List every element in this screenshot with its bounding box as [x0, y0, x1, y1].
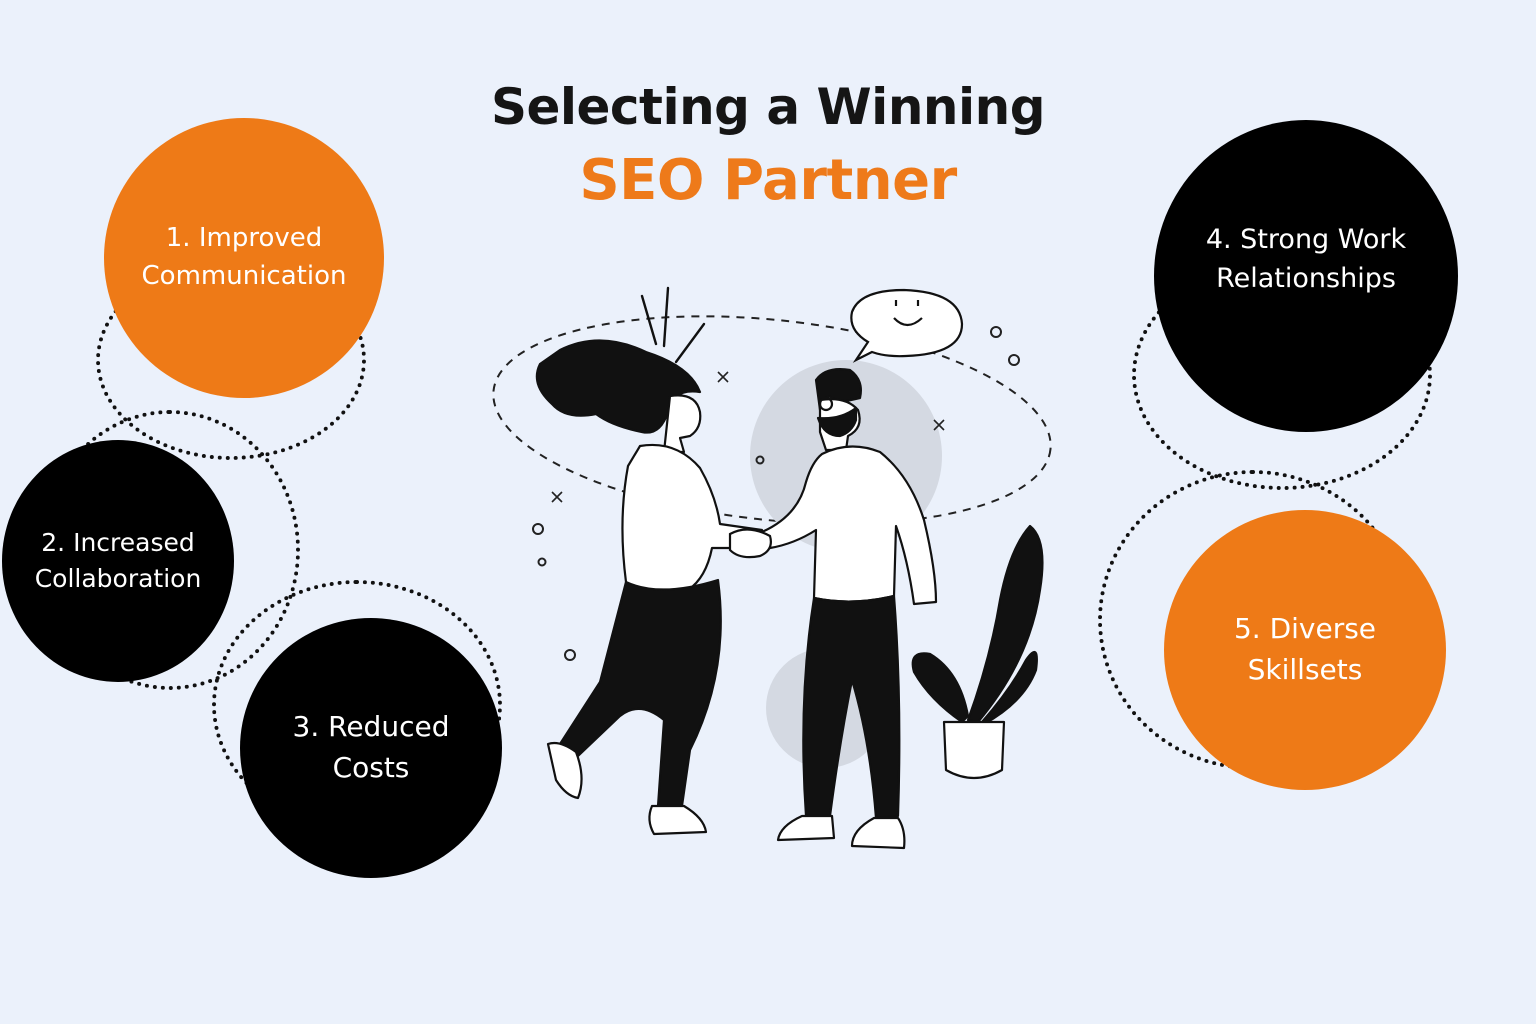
man-shirt — [760, 445, 938, 606]
man-glasses — [818, 396, 834, 412]
plant-icon — [911, 524, 1044, 780]
item-3-line-1: 3. Reduced — [292, 710, 450, 744]
title-line-1: Selecting a Winning — [490, 78, 1046, 136]
item-1-line-2: Communication — [141, 261, 347, 291]
man-pants — [802, 594, 901, 820]
plant-leaf-left — [911, 652, 970, 724]
woman-face — [662, 394, 702, 454]
man-shoe-left — [776, 814, 836, 842]
item-5-line-1: 5. Diverse — [1233, 612, 1377, 646]
item-improved-communication: 1. Improved Communication — [104, 118, 384, 398]
woman-top — [621, 443, 764, 594]
dashed-orbit — [492, 315, 1052, 525]
man-figure — [760, 368, 938, 850]
exclamation-lines — [640, 286, 706, 364]
title-line-2: SEO Partner — [579, 148, 957, 213]
item-1-line-1: 1. Improved — [165, 223, 323, 254]
woman-pants — [558, 578, 722, 808]
handshake-icon — [728, 528, 772, 559]
item-5-line-2: Skillsets — [1247, 653, 1363, 686]
woman-figure — [535, 339, 764, 836]
decor-sparkles — [551, 371, 945, 503]
plant-leaf-right — [980, 650, 1038, 726]
item-2-line-1: 2. Increased — [41, 527, 195, 557]
smile-speech-bubble-icon — [850, 288, 964, 363]
woman-shoe-front — [648, 804, 708, 836]
item-increased-collaboration: 2. Increased Collaboration — [2, 440, 234, 682]
item-3-line-2: Costs — [332, 751, 410, 784]
man-hair — [814, 368, 862, 412]
item-2-line-2: Collaboration — [34, 564, 202, 593]
man-beard — [816, 406, 858, 438]
item-reduced-costs: 3. Reduced Costs — [240, 618, 502, 878]
plant-leaf-tall — [966, 524, 1044, 724]
decor-rings — [532, 326, 1020, 661]
man-shoe-right — [850, 816, 906, 850]
item-4-line-1: 4. Strong Work — [1205, 224, 1407, 255]
woman-shoe-back — [546, 741, 583, 800]
item-strong-work-relationships: 4. Strong Work Relationships — [1154, 120, 1458, 432]
item-4-line-2: Relationships — [1216, 263, 1396, 295]
item-diverse-skillsets: 5. Diverse Skillsets — [1164, 510, 1446, 790]
plant-pot — [942, 720, 1006, 780]
woman-hair — [535, 339, 702, 434]
